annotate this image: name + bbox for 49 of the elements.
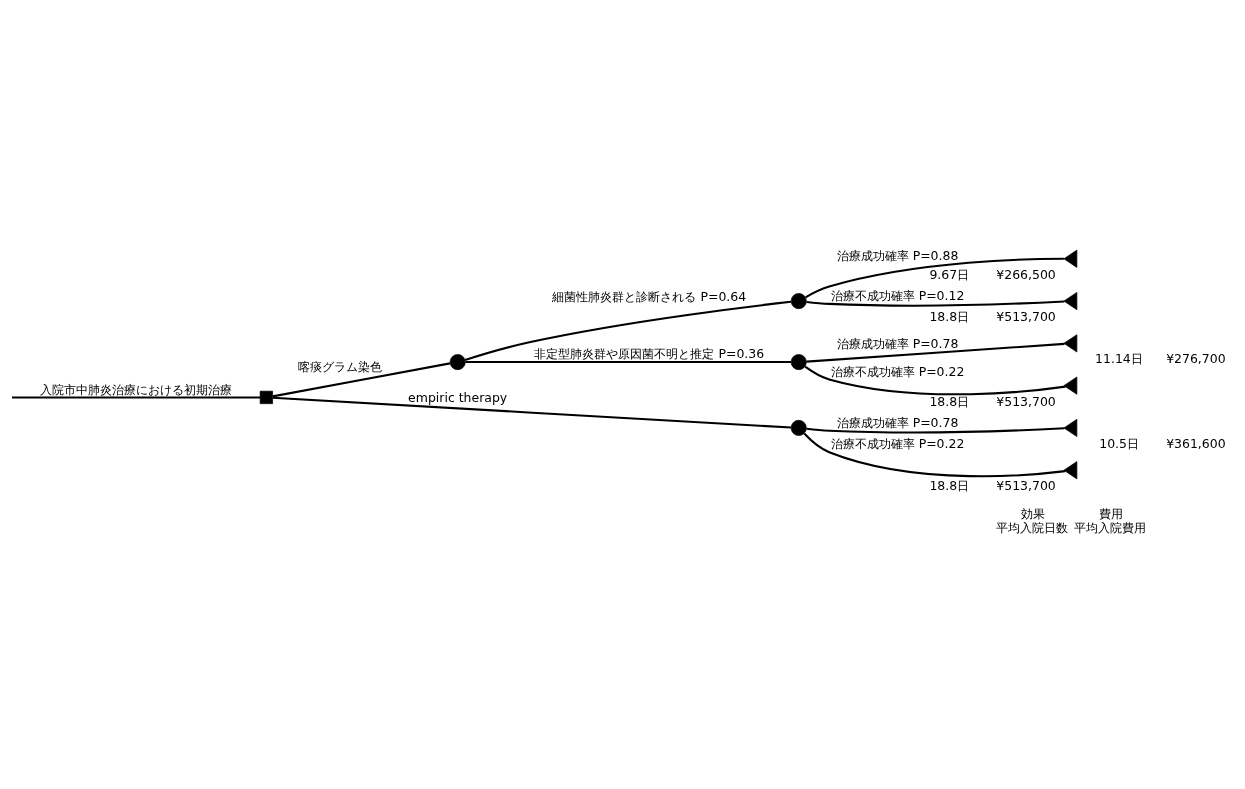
node-triangle	[1063, 460, 1078, 479]
connector	[465, 360, 791, 363]
connector	[272, 361, 451, 397]
connector	[803, 432, 1066, 477]
node-circle	[790, 292, 807, 309]
node-box	[259, 390, 273, 404]
edge-label: 治療不成功確率 P=0.12	[830, 287, 965, 303]
edge-label: 治療不成功確率 P=0.22	[830, 363, 965, 379]
node-label: ¥513,700	[996, 393, 1056, 409]
node-label: ¥513,700	[996, 477, 1056, 493]
edge-label: 細菌性肺炎群と診断される P=0.64	[552, 288, 747, 304]
connector	[464, 300, 792, 361]
node-label: 10.5日	[1099, 435, 1140, 451]
edge-label: 入院市中肺炎治療における初期治療	[40, 381, 233, 397]
connector	[804, 365, 1066, 395]
edge-label: 治療成功確率 P=0.78	[836, 335, 959, 351]
connector	[806, 426, 1065, 433]
label: 平均入院日数	[995, 519, 1068, 535]
edge-label: 治療成功確率 P=0.88	[836, 247, 959, 263]
node-triangle	[1063, 249, 1078, 268]
connector	[272, 396, 792, 429]
edge-label: 治療成功確率 P=0.78	[836, 414, 959, 430]
edge-label: empiric therapy	[408, 389, 508, 405]
node-circle	[790, 353, 807, 370]
node-label: ¥276,700	[1166, 350, 1226, 366]
node-label: 11.14日	[1095, 350, 1143, 366]
edge-label: 非定型肺炎群や原因菌不明と推定 P=0.36	[534, 345, 765, 361]
node-label: 18.8日	[929, 393, 970, 409]
node-label: 18.8日	[929, 477, 970, 493]
connector	[805, 257, 1064, 298]
node-label: ¥513,700	[996, 308, 1056, 324]
node-triangle	[1063, 418, 1078, 437]
label: 効果	[1020, 505, 1045, 521]
node-circle	[790, 419, 807, 436]
node-triangle	[1063, 376, 1078, 395]
connector	[806, 299, 1065, 307]
node-label: ¥266,500	[996, 266, 1056, 282]
connector	[806, 342, 1065, 363]
node-label: 18.8日	[929, 308, 970, 324]
connector	[12, 395, 260, 398]
node-label: 9.67日	[929, 266, 970, 282]
label: 費用	[1098, 505, 1123, 521]
node-triangle	[1063, 333, 1078, 352]
edge-label: 喀痰グラム染色	[298, 358, 383, 374]
node-triangle	[1063, 291, 1078, 310]
node-circle	[449, 353, 466, 370]
edge-label: 治療不成功確率 P=0.22	[830, 435, 965, 451]
label: 平均入院費用	[1073, 519, 1146, 535]
node-label: ¥361,600	[1166, 435, 1226, 451]
